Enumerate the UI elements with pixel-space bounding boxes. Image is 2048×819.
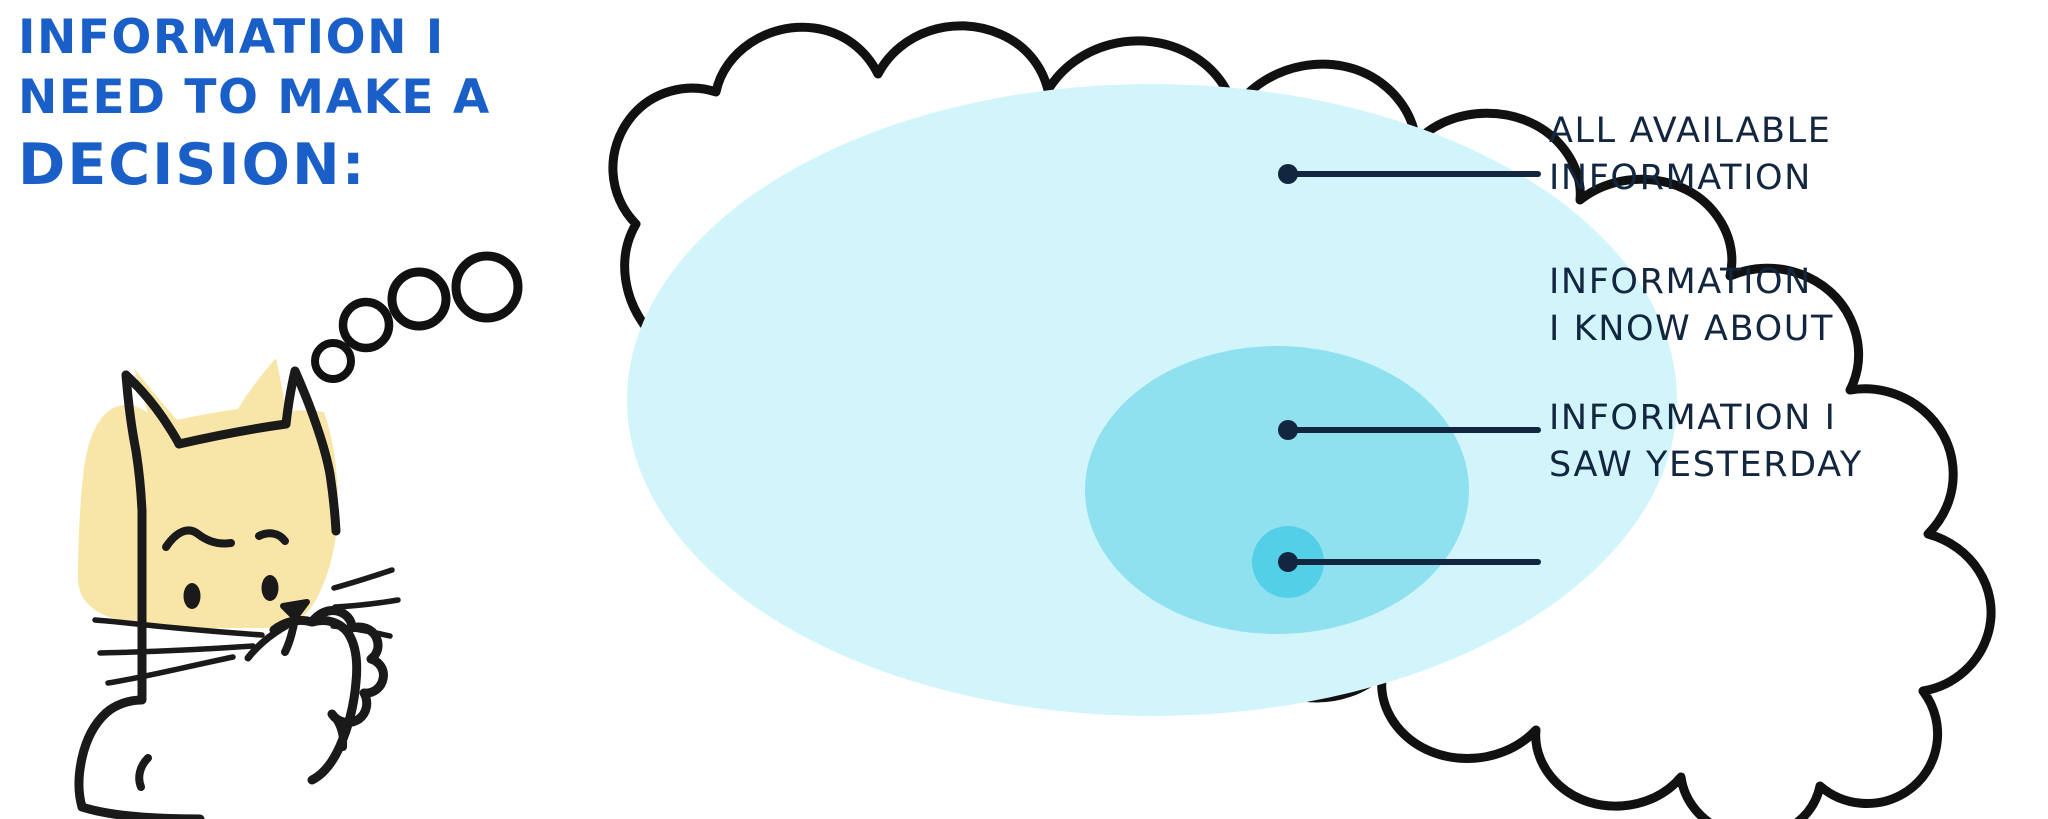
leader-line-information-i-know-about [1278,420,1541,440]
headline: INFORMATION I NEED TO MAKE A DECISION: [18,8,491,202]
cat-left-eyebrow [162,526,235,551]
cat-arm-outline [307,615,362,785]
cat-fur-fill [78,358,338,628]
callout-information-i-saw-yesterday: INFORMATION I SAW YESTERDAY [1549,395,1863,489]
headline-line-1: INFORMATION I [18,10,445,65]
cat-head-top [174,419,291,449]
cat-left-ear [121,370,184,449]
cat-whiskers-left [92,617,265,686]
cat-body-bottom [77,802,205,819]
cat-body-outline [74,506,147,812]
thinking-cat [74,358,401,819]
leader-line-information-i-saw-yesterday [1278,552,1541,572]
cat-head-outline [121,370,147,516]
callout-2-line-1: INFORMATION [1549,262,1812,302]
thought-trail-circle-medium [338,297,394,353]
leader-lines-group [1278,164,1541,572]
headline-line-2: NEED TO MAKE A [18,70,491,125]
callout-1-line-2: INFORMATION [1549,158,1812,198]
cat-toe-mark [135,754,152,791]
leader-line-all-available-information [1278,164,1541,184]
thought-trail-circle-small [311,339,355,383]
cat-right-cheek [325,469,341,536]
headline-line-3: DECISION: [18,132,367,198]
cat-right-eye [261,575,279,601]
callout-information-i-know-about: INFORMATION I KNOW ABOUT [1549,259,1834,353]
callout-3-line-1: INFORMATION I [1549,398,1837,438]
cat-left-eye [183,583,201,609]
thought-trail-circle-xlarge [451,251,523,323]
cat-paw [269,606,388,727]
callout-2-line-2: I KNOW ABOUT [1549,309,1834,349]
cat-right-eyebrow [255,529,289,545]
callout-all-available-information: ALL AVAILABLE INFORMATION [1549,108,1831,202]
cat-nose [280,599,310,621]
thought-trail-circle-large [387,267,451,331]
thought-trail-group [311,251,523,383]
cat-right-ear [281,366,335,479]
callout-3-line-2: SAW YESTERDAY [1549,445,1863,485]
callout-1-line-1: ALL AVAILABLE [1549,111,1832,151]
cat-arm-inner [328,710,348,751]
